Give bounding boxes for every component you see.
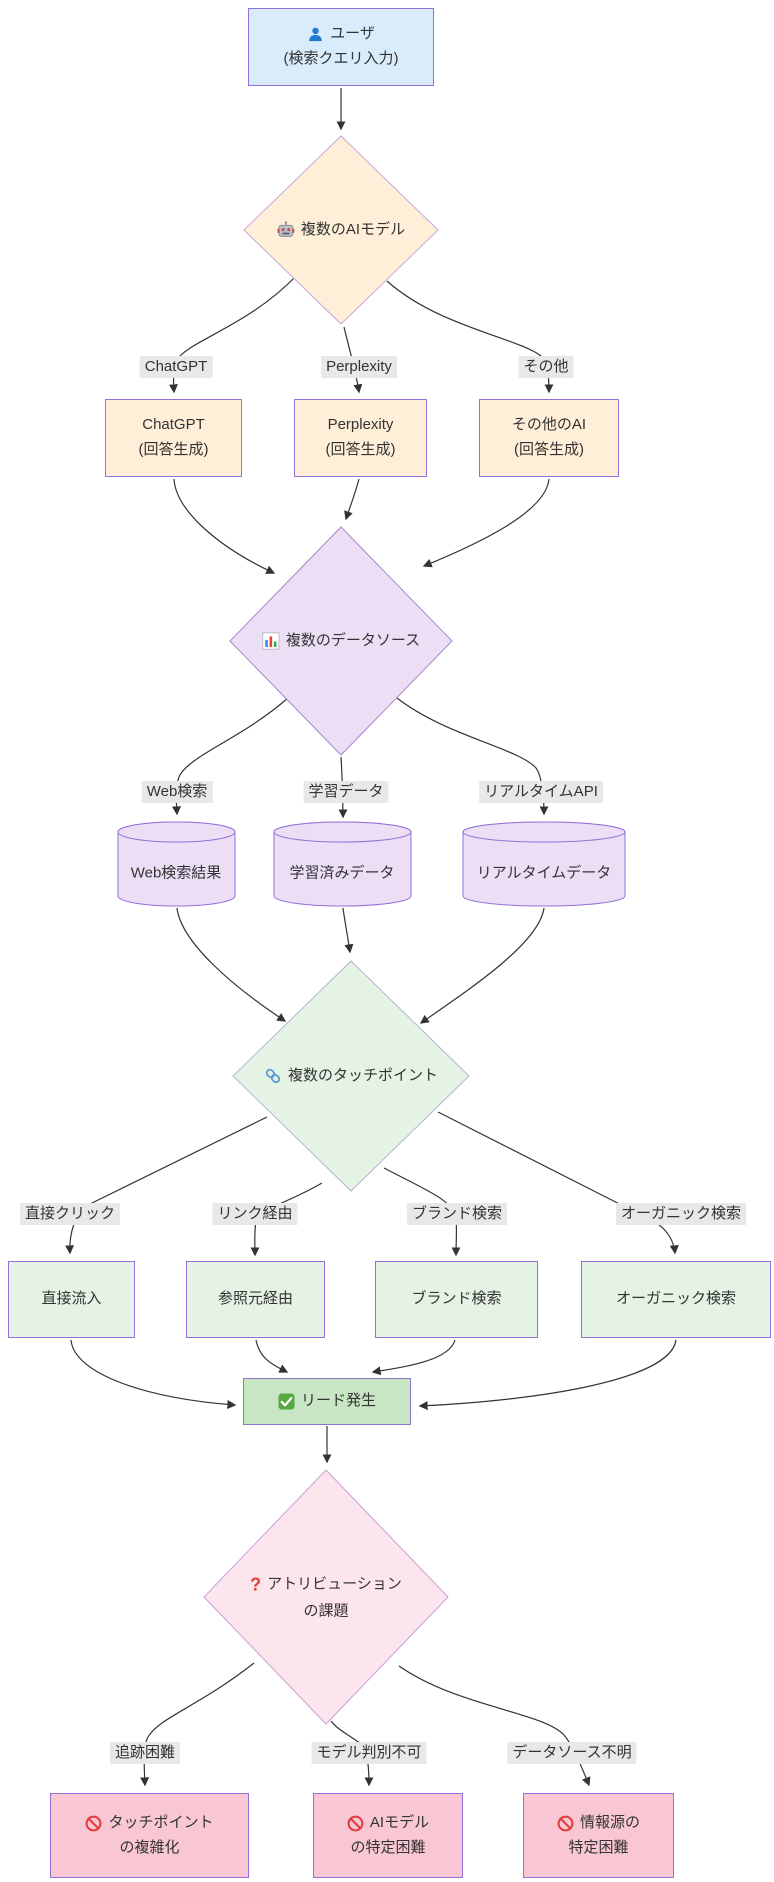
node-issue-model: AIモデル の特定困難 — [313, 1793, 463, 1878]
node-user: ユーザ (検索クエリ入力) — [248, 8, 434, 86]
node-attribution-line2: の課題 — [303, 1602, 349, 1620]
attribution-diamond-shape — [203, 1469, 449, 1725]
node-issue-source: 情報源の 特定困難 — [523, 1793, 674, 1878]
node-issue-touchpoint-line2: の複雑化 — [119, 1838, 180, 1856]
node-other-ai-line2: (回答生成) — [514, 441, 584, 458]
no-entry-icon — [557, 1815, 574, 1832]
node-referral: 参照元経由 — [186, 1261, 325, 1338]
node-brand-label: ブランド検索 — [411, 1290, 502, 1308]
node-other-ai: その他のAI (回答生成) — [479, 399, 619, 477]
edge-chatgpt-to-datasources — [173, 478, 276, 574]
edge-label-training-data: 学習データ — [303, 781, 389, 803]
touchpoints-diamond-shape — [232, 960, 470, 1192]
edge-attribution-to-issue3 — [398, 1665, 591, 1787]
edge-label-perplexity: Perplexity — [321, 356, 397, 378]
node-perplexity-line1: Perplexity — [327, 416, 394, 434]
node-chatgpt-line2: (回答生成) — [138, 441, 209, 458]
node-issue-model-line2: の特定困難 — [350, 1838, 426, 1856]
node-lead-label: リード発生 — [300, 1392, 376, 1410]
trained-data-cylinder-shape — [273, 821, 412, 907]
edge-touchpoints-to-organic — [437, 1111, 679, 1255]
no-entry-icon — [86, 1815, 102, 1832]
node-issue-touchpoint-line1: タッチポイント — [108, 1813, 214, 1831]
node-trained-data-label: 学習済みデータ — [289, 864, 395, 882]
edge-label-source-unknown: データソース不明 — [507, 1742, 637, 1764]
node-chatgpt: ChatGPT (回答生成) — [105, 399, 242, 477]
node-data-sources-text: 複数のデータソース — [285, 632, 421, 649]
user-icon — [309, 27, 322, 42]
edge-perplexity-to-datasources — [344, 478, 360, 521]
realtime-data-cylinder-shape — [462, 821, 626, 907]
edge-otherai-to-datasources — [422, 478, 550, 568]
node-attribution-line1: アトリビューション — [267, 1575, 402, 1593]
node-user-line1: ユーザ — [330, 25, 375, 43]
question-icon: ? — [250, 1574, 262, 1595]
edge-touchpoints-to-direct — [65, 1116, 268, 1255]
node-ai-models-text: 複数のAIモデル — [300, 221, 406, 238]
edge-label-direct-click: 直接クリック — [19, 1203, 121, 1225]
edge-label-tracking-difficult: 追跡困難 — [109, 1742, 181, 1764]
edge-label-via-link: リンク経由 — [212, 1203, 298, 1225]
edge-label-organic-search: オーガニック検索 — [615, 1203, 747, 1225]
check-icon — [278, 1393, 295, 1410]
no-entry-icon — [347, 1815, 364, 1832]
edge-label-realtime-api: リアルタイムAPI — [479, 781, 603, 803]
node-realtime-data-label: リアルタイムデータ — [476, 864, 612, 882]
link-icon — [265, 1068, 281, 1084]
edge-label-model-unknown: モデル判別不可 — [311, 1742, 427, 1764]
robot-icon — [277, 221, 295, 237]
node-user-line2: (検索クエリ入力) — [283, 50, 399, 67]
edge-realtimedata-to-touchpoints — [419, 907, 545, 1024]
node-chatgpt-line1: ChatGPT — [142, 416, 205, 434]
edge-webresults-to-touchpoints — [176, 907, 287, 1022]
node-organic: オーガニック検索 — [581, 1261, 771, 1338]
edge-brand-to-lead — [371, 1339, 456, 1376]
data-sources-diamond-shape — [229, 526, 453, 756]
edge-label-other: その他 — [518, 356, 574, 378]
node-data-sources-label: 複数のデータソース — [262, 629, 420, 653]
bar-chart-icon — [262, 632, 280, 650]
edge-label-brand-search: ブランド検索 — [406, 1203, 508, 1225]
web-results-cylinder-shape — [117, 821, 236, 907]
node-direct-label: 直接流入 — [41, 1290, 102, 1308]
node-issue-source-line2: 特定困難 — [568, 1838, 629, 1856]
node-other-ai-line1: その他のAI — [511, 416, 587, 434]
node-touchpoints-label: 複数のタッチポイント — [264, 1064, 438, 1088]
node-brand: ブランド検索 — [375, 1261, 538, 1338]
node-ai-models-label: 複数のAIモデル — [277, 218, 405, 242]
node-issue-model-line1: AIモデル — [369, 1813, 430, 1831]
ai-models-diamond-shape — [243, 135, 439, 325]
node-issue-touchpoint: タッチポイント の複雑化 — [50, 1793, 249, 1878]
node-touchpoints-text: 複数のタッチポイント — [287, 1067, 439, 1084]
node-organic-label: オーガニック検索 — [615, 1290, 736, 1308]
edge-traineddata-to-touchpoints — [342, 907, 354, 954]
edge-referral-to-lead — [255, 1339, 289, 1373]
edge-direct-to-lead — [70, 1339, 237, 1409]
node-issue-source-line1: 情報源の — [579, 1813, 640, 1831]
node-lead: リード発生 — [243, 1378, 411, 1425]
node-perplexity: Perplexity (回答生成) — [294, 399, 427, 477]
node-attribution-label: ? アトリビューション の課題 — [250, 1571, 402, 1624]
node-web-results-label: Web検索結果 — [130, 864, 222, 882]
edge-label-web-search: Web検索 — [141, 781, 213, 803]
node-direct: 直接流入 — [8, 1261, 135, 1338]
edge-label-chatgpt: ChatGPT — [139, 356, 213, 378]
edge-organic-to-lead — [418, 1339, 677, 1411]
edge-attribution-to-issue1 — [140, 1662, 255, 1787]
node-referral-label: 参照元経由 — [217, 1290, 293, 1308]
node-perplexity-line2: (回答生成) — [325, 441, 396, 458]
